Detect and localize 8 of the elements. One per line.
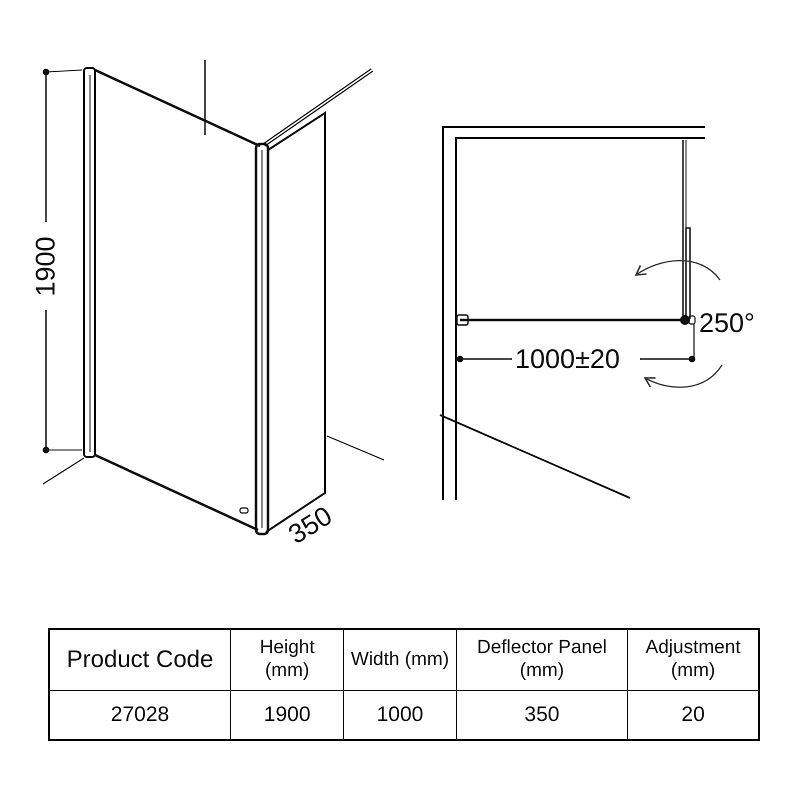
dimension-label: 1000±20 <box>515 346 620 373</box>
table-header: Deflector Panel (mm) <box>456 629 628 690</box>
table-header: Width (mm) <box>344 629 456 690</box>
table-header: Height (mm) <box>230 629 344 690</box>
table-header: Product Code <box>49 629 231 690</box>
dimension-label: 350 <box>284 502 337 549</box>
dimension-label: 1900 <box>32 236 60 296</box>
angle-label: 250° <box>699 310 755 337</box>
